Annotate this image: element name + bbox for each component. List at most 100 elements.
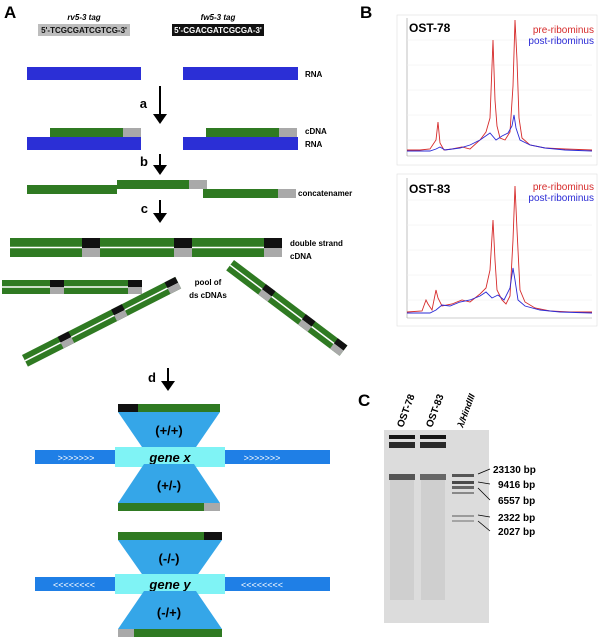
gx-bottom-read [118,503,220,511]
lane1-smear [390,480,414,600]
gene-x-box [115,447,225,467]
pool-fragment-2 [22,276,182,367]
concatenamer-label: concatenamer [298,189,352,198]
gx-bottom-wedge [118,464,220,503]
gene-x-label: gene x [148,450,191,465]
ds-label-2: cDNA [290,252,312,261]
ds-tag-1b [82,248,100,257]
cdna-label: cDNA [305,127,327,136]
step-d-arrowhead [161,381,175,391]
ladder-band-2027 [452,520,474,522]
cdna-right-tag [279,128,297,137]
cdna-left-tag [123,128,141,137]
lane1-well [389,435,415,439]
concat-seg-1 [27,185,117,194]
ladder-band-9416 [452,481,474,484]
ds-tag-2a [174,238,192,248]
panel-a-label: A [4,3,16,22]
lane-label-ost78: OST-78 [395,392,417,429]
rna-right-2 [183,137,298,150]
ladder-band-4361 [452,492,474,494]
gy-arrows-right: <<<<<<<< [241,580,283,590]
electropherogram-2: OST-83 pre-ribominus post-ribominus [396,173,598,327]
lane1-band [389,474,415,480]
marker-2322: 2322 bp [498,513,535,524]
ladder-band-6557 [452,486,474,489]
trace2-legend-post: post-ribominus [528,193,594,204]
gx-top-tag [118,404,138,412]
gy-bottom-tag [118,629,134,637]
ds-tag-3a [264,238,282,248]
step-c-arrowhead [153,213,167,223]
concat-tag-2 [278,189,296,198]
gy-arrows-left: <<<<<<<< [53,580,95,590]
rna-strand-right [183,67,298,80]
orient-pp: (+/+) [155,423,182,438]
lane2-well [420,435,446,439]
fw-tag-seq: 5'-CGACGATCGCGA-3' [174,26,262,35]
concat-seg-2 [117,180,189,189]
step-a-label: a [140,96,148,111]
gx-bottom-tag [204,503,220,511]
pool-fragment-3 [226,260,348,356]
lane2-smear [421,480,445,600]
gy-bottom-wedge [118,591,222,629]
orient-mp: (-/+) [157,605,181,620]
rv-tag-box [38,24,130,36]
trace2-pre-line [406,185,592,313]
lane-label-ladder: λ/HindIII [455,392,477,430]
cdna-right [206,128,279,137]
concat-tag-1 [189,180,207,189]
orient-mm: (-/-) [159,551,180,566]
pool-fragment-1 [2,280,142,294]
panel-b-label: B [360,3,372,22]
trace2-legend-pre: pre-ribominus [533,182,594,193]
panel-c: C OST-78 OST-83 λ/HindIII 23130 bp 94 [358,391,536,623]
trace1-sample: OST-78 [409,21,451,35]
gy-top-read [118,532,220,540]
gx-top-read [118,404,220,412]
trace2-post-line [407,267,593,314]
step-a-arrowhead [153,114,167,124]
gene-y-box [115,574,225,594]
panel-b: B OST-78 pre-ribominus post-ribominus [360,3,598,327]
electropherogram-1: OST-78 pre-ribominus post-ribominus [396,14,598,166]
trace1-legend-pre: pre-ribominus [533,25,594,36]
rna-strand-left [27,67,141,80]
trace1-legend-post: post-ribominus [528,36,594,47]
step-c-label: c [141,201,148,216]
fw-tag-name: fw5-3 tag [201,13,236,22]
rv-tag-seq: 5'-TCGCGATCGTCG-3' [41,26,127,35]
pool-label-1: pool of [195,278,222,287]
rv-tag-name: rv5-3 tag [67,13,100,22]
ds-label-1: double strand [290,239,343,248]
marker-9416: 9416 bp [498,480,535,491]
rna-left-2 [27,137,141,150]
lane-label-ost83: OST-83 [424,392,446,429]
step-d-label: d [148,370,156,385]
lane2-band [420,474,446,480]
gx-arrows-right: >>>>>>> [244,453,281,463]
marker-2027: 2027 bp [498,527,535,538]
gy-top-wedge [118,540,222,577]
rna-label: RNA [305,70,323,79]
trace2-sample: OST-83 [409,182,451,196]
trace1-post-line [407,114,593,152]
fw-tag-box [172,24,264,36]
pool-label-2: ds cDNAs [189,291,227,300]
trace1-pre-line [407,19,593,151]
gy-bottom-read [118,629,222,637]
ladder-band-23130 [452,474,474,477]
concat-seg-3 [203,189,278,198]
gy-top-tag [204,532,222,540]
panel-a: A rv5-3 tag 5'-TCGCGATCGTCG-3' fw5-3 tag… [2,3,352,637]
cdna-left [50,128,123,137]
panel-c-label: C [358,391,370,410]
ladder-band-2322 [452,515,474,517]
marker-6557: 6557 bp [498,496,535,507]
gene-y-label: gene y [148,577,191,592]
rna-label-2: RNA [305,140,323,149]
step-b-label: b [140,154,148,169]
